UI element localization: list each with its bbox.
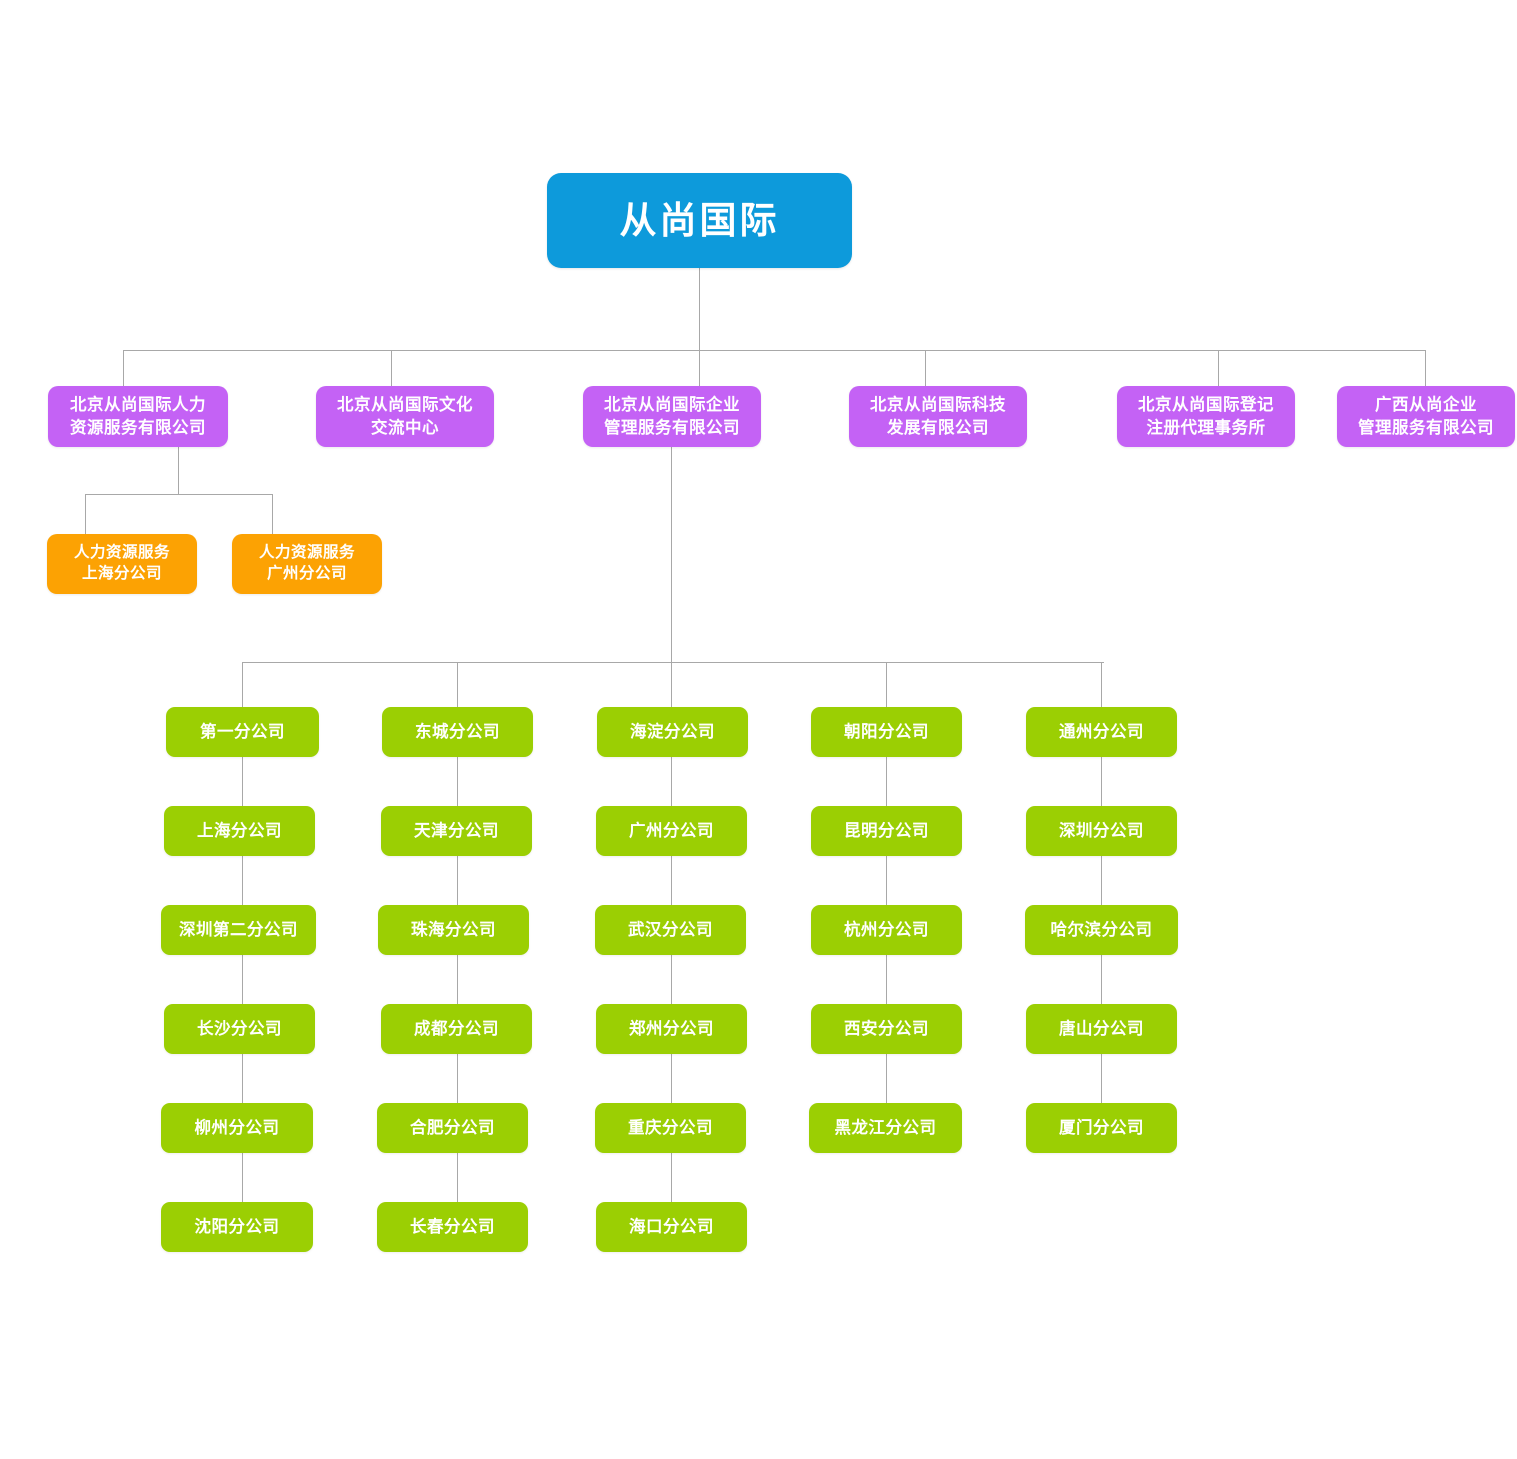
connector-column-spine-5 <box>1101 662 1102 1108</box>
branch-node[interactable]: 合肥分公司 <box>377 1103 528 1153</box>
branch-node[interactable]: 朝阳分公司 <box>811 707 962 757</box>
branch-node[interactable]: 柳州分公司 <box>161 1103 313 1153</box>
branch-node[interactable]: 天津分公司 <box>381 806 532 856</box>
connector-hr-stem <box>178 447 179 494</box>
connector-level1-drop-6 <box>1425 350 1426 386</box>
branch-node[interactable]: 重庆分公司 <box>595 1103 746 1153</box>
branch-node[interactable]: 沈阳分公司 <box>161 1202 313 1252</box>
branch-node[interactable]: 黑龙江分公司 <box>809 1103 962 1153</box>
branch-node[interactable]: 广州分公司 <box>596 806 747 856</box>
branch-node[interactable]: 上海分公司 <box>164 806 315 856</box>
level1-node-registration[interactable]: 北京从尚国际登记 注册代理事务所 <box>1117 386 1295 447</box>
branch-node[interactable]: 通州分公司 <box>1026 707 1177 757</box>
branch-node[interactable]: 杭州分公司 <box>811 905 962 955</box>
level1-node-enterprise-mgmt[interactable]: 北京从尚国际企业 管理服务有限公司 <box>583 386 761 447</box>
branch-node[interactable]: 海口分公司 <box>596 1202 747 1252</box>
connector-hr-drop-1 <box>85 494 86 534</box>
connector-level1-drop-3 <box>699 350 700 386</box>
connector-hr-drop-2 <box>272 494 273 534</box>
branch-node[interactable]: 西安分公司 <box>811 1004 962 1054</box>
hr-branch-guangzhou[interactable]: 人力资源服务 广州分公司 <box>232 534 382 594</box>
connector-column-spine-4 <box>886 662 887 1108</box>
branch-node[interactable]: 长沙分公司 <box>164 1004 315 1054</box>
branch-node[interactable]: 郑州分公司 <box>596 1004 747 1054</box>
branch-node[interactable]: 第一分公司 <box>166 707 319 757</box>
level1-node-guangxi[interactable]: 广西从尚企业 管理服务有限公司 <box>1337 386 1515 447</box>
branch-node[interactable]: 珠海分公司 <box>378 905 529 955</box>
connector-root-stem <box>699 268 700 350</box>
branch-node[interactable]: 东城分公司 <box>382 707 533 757</box>
connector-level1-bus <box>123 350 1425 351</box>
connector-level1-drop-1 <box>123 350 124 386</box>
branch-node[interactable]: 海淀分公司 <box>597 707 748 757</box>
level1-node-technology[interactable]: 北京从尚国际科技 发展有限公司 <box>849 386 1027 447</box>
connector-level1-drop-4 <box>925 350 926 386</box>
connector-level1-drop-2 <box>391 350 392 386</box>
connector-hr-bus <box>85 494 273 495</box>
branch-node[interactable]: 哈尔滨分公司 <box>1025 905 1178 955</box>
branch-node[interactable]: 深圳第二分公司 <box>161 905 316 955</box>
branch-node[interactable]: 长春分公司 <box>377 1202 528 1252</box>
connector-branch-stem <box>671 447 672 662</box>
level1-node-culture[interactable]: 北京从尚国际文化 交流中心 <box>316 386 494 447</box>
branch-node[interactable]: 武汉分公司 <box>595 905 746 955</box>
branch-node[interactable]: 厦门分公司 <box>1026 1103 1177 1153</box>
branch-node[interactable]: 唐山分公司 <box>1026 1004 1177 1054</box>
connector-level1-drop-5 <box>1218 350 1219 386</box>
connector-branch-bus <box>242 662 1104 663</box>
branch-node[interactable]: 昆明分公司 <box>811 806 962 856</box>
root-node[interactable]: 从尚国际 <box>547 173 852 268</box>
hr-branch-shanghai[interactable]: 人力资源服务 上海分公司 <box>47 534 197 594</box>
branch-node[interactable]: 成都分公司 <box>381 1004 532 1054</box>
branch-node[interactable]: 深圳分公司 <box>1026 806 1177 856</box>
level1-node-hr[interactable]: 北京从尚国际人力 资源服务有限公司 <box>48 386 228 447</box>
